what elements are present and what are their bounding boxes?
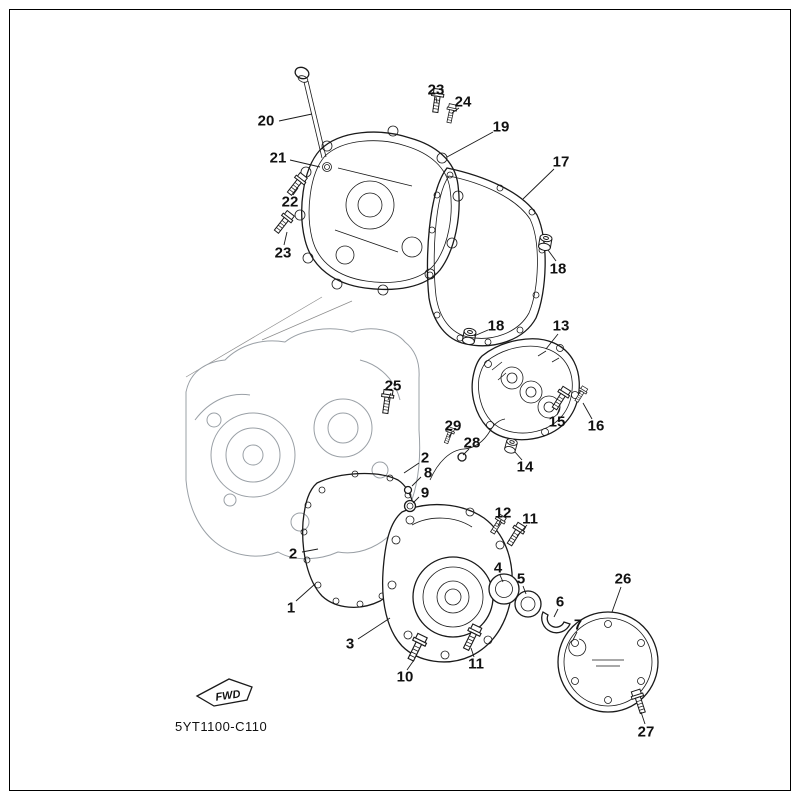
callout-15: 15 [549, 414, 566, 431]
callout-29: 29 [445, 418, 462, 435]
callout-leader-21 [289, 159, 321, 168]
callout-19: 19 [493, 119, 510, 136]
callout-4: 4 [494, 560, 503, 577]
cover-gasket-shape [426, 167, 546, 347]
callout-leader-29 [448, 431, 453, 438]
engine-crankcase-shape [185, 328, 421, 560]
callout-leader-18 [547, 249, 557, 262]
callout-leader-28 [462, 448, 470, 456]
callout-leader-11 [470, 647, 475, 658]
fwd-label: FWD [215, 688, 242, 703]
callout-leader-8 [411, 476, 422, 487]
callout-leader-25 [387, 392, 392, 401]
bearing-seal-group [488, 573, 587, 657]
callout-leader-10 [406, 659, 415, 671]
callout-5: 5 [517, 571, 525, 588]
callout-18: 18 [488, 318, 505, 335]
callout-11: 11 [468, 656, 484, 673]
small-cover-shape [471, 338, 580, 441]
callout-leader-27 [640, 711, 646, 725]
callout-24: 24 [455, 94, 472, 111]
left-cover-shape [381, 503, 513, 663]
callout-leader-11 [516, 524, 528, 537]
callout-12: 12 [495, 505, 512, 522]
callout-22: 22 [282, 194, 299, 211]
callout-leader-16 [582, 402, 593, 420]
callout-leader-7 [572, 631, 578, 641]
callout-leader-23 [435, 96, 438, 104]
callout-13: 13 [553, 318, 570, 335]
clutch-cover-shape [294, 125, 464, 296]
callout-26: 26 [615, 571, 632, 588]
callout-11: 11 [522, 511, 538, 528]
callout-leader-22 [292, 187, 299, 196]
callout-3: 3 [346, 636, 354, 653]
small-hardware-group [403, 233, 554, 513]
dipstick-shape [294, 66, 332, 172]
diagram-code: 5YT1100-C110 [175, 719, 267, 734]
callout-27: 27 [638, 724, 655, 741]
callout-28: 28 [464, 435, 481, 452]
callout-18: 18 [550, 261, 567, 278]
callout-25: 25 [385, 378, 402, 395]
callout-leader-2 [403, 462, 420, 474]
callout-23: 23 [275, 245, 292, 262]
callout-16: 16 [588, 418, 605, 435]
callout-leader-5 [522, 585, 527, 595]
callout-leader-2 [301, 548, 319, 553]
callout-leader-12 [497, 519, 502, 527]
callout-leader-13 [545, 333, 559, 350]
callout-21: 21 [270, 150, 287, 167]
callout-20: 20 [258, 113, 275, 130]
fwd-arrow: FWD [195, 678, 253, 707]
callout-leader-9 [412, 496, 420, 504]
callout-7: 7 [574, 617, 582, 634]
callout-leader-26 [611, 586, 622, 613]
callout-leader-4 [499, 574, 504, 583]
callout-10: 10 [397, 669, 414, 686]
callout-6: 6 [556, 594, 564, 611]
callout-2: 2 [289, 546, 297, 563]
callout-9: 9 [421, 485, 429, 502]
callout-leader-15 [556, 406, 561, 416]
callout-1: 1 [287, 600, 295, 617]
callout-23: 23 [428, 82, 445, 99]
leader-lines [278, 96, 646, 725]
callout-8: 8 [424, 465, 432, 482]
callout-17: 17 [553, 154, 570, 171]
page-border [9, 9, 791, 791]
callout-leader-14 [514, 451, 523, 461]
callout-leader-20 [278, 113, 313, 122]
callout-leader-1 [295, 583, 316, 602]
round-cover-shape [557, 611, 659, 713]
callout-leader-6 [553, 608, 559, 618]
projection-lines [185, 296, 353, 378]
callout-leader-18 [473, 329, 489, 337]
callout-leader-17 [522, 168, 555, 200]
callout-leader-3 [357, 617, 391, 640]
callout-leader-23 [283, 231, 288, 246]
callout-14: 14 [517, 459, 534, 476]
callout-leader-24 [451, 107, 460, 114]
callout-2: 2 [421, 450, 429, 467]
callout-leader-19 [446, 131, 494, 158]
